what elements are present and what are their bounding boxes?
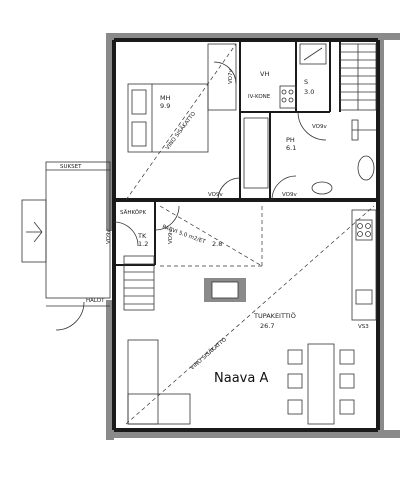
vino-mh-label: VINO SISÄKATTO <box>164 110 198 151</box>
upper-stair <box>339 43 377 111</box>
sukset-label: SUKSET <box>60 164 82 170</box>
sofa <box>127 339 191 425</box>
bed <box>127 83 209 153</box>
door-ph-top-label: VO9v <box>312 124 327 130</box>
room-tk-area: 1.2 <box>138 240 148 248</box>
sloped-ceiling-lines <box>125 43 375 425</box>
room-parvi-area: 2.8 <box>212 240 222 248</box>
room-tupakeittio-area: 26.7 <box>260 322 274 330</box>
door-mh-label: VO9v <box>208 192 223 198</box>
room-tk-label: TK <box>137 232 147 240</box>
door-parvi-label: VO9v <box>168 229 174 244</box>
door-tk-label: VO9v <box>106 229 112 244</box>
door-vh-label: VO7v <box>228 69 234 84</box>
door-swings <box>55 61 327 331</box>
fireplace <box>204 278 246 302</box>
lower-stair <box>123 255 155 311</box>
room-s-label: S <box>304 78 308 86</box>
halot-label: HALOT <box>86 298 105 304</box>
vs3-label: VS3 <box>358 324 369 330</box>
iv-kone-unit <box>279 85 297 109</box>
sahkpk-label: SÄHKÖPK <box>120 209 146 216</box>
room-ph-label: PH <box>286 136 295 144</box>
vino-main-label: VINO SISÄKATTO <box>189 336 229 372</box>
sauna-bench <box>299 43 327 65</box>
room-tupakeittio-label: TUPAKEITTIÖ <box>253 311 296 320</box>
kitchen-counter <box>351 209 377 321</box>
wardrobe <box>207 43 237 111</box>
room-vh-label: VH <box>260 70 269 78</box>
plan-name: Naava A <box>214 371 268 386</box>
bathroom-fixtures <box>243 117 376 195</box>
outer-walls <box>106 33 400 440</box>
dining-set <box>287 343 355 425</box>
terrace <box>21 161 111 307</box>
room-s-area: 3.0 <box>304 88 314 96</box>
room-ph-area: 6.1 <box>286 144 296 152</box>
door-ph-bottom-label: VO9v <box>282 192 297 198</box>
iv-kone-label: IV-KONE <box>248 94 271 100</box>
room-mh-area: 9.9 <box>160 102 170 110</box>
room-mh-label: MH <box>160 94 171 102</box>
